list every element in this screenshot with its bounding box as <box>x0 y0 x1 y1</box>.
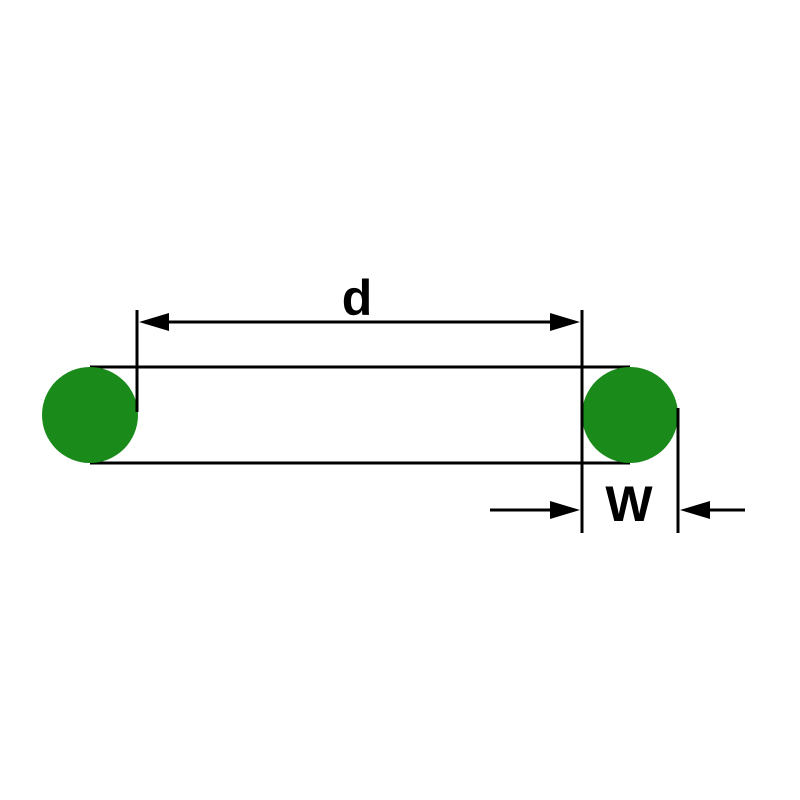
dimension-d-arrowhead-right <box>550 313 580 331</box>
dimension-w-arrowhead-left <box>550 501 580 519</box>
dimension-d-arrowhead-left <box>139 313 169 331</box>
dimension-d-label: d <box>342 270 373 326</box>
oring-cross-section-left <box>42 367 138 463</box>
dimension-w-label: W <box>605 476 653 532</box>
dimension-w-arrowhead-right <box>680 501 710 519</box>
oring-cross-section-right <box>582 367 678 463</box>
